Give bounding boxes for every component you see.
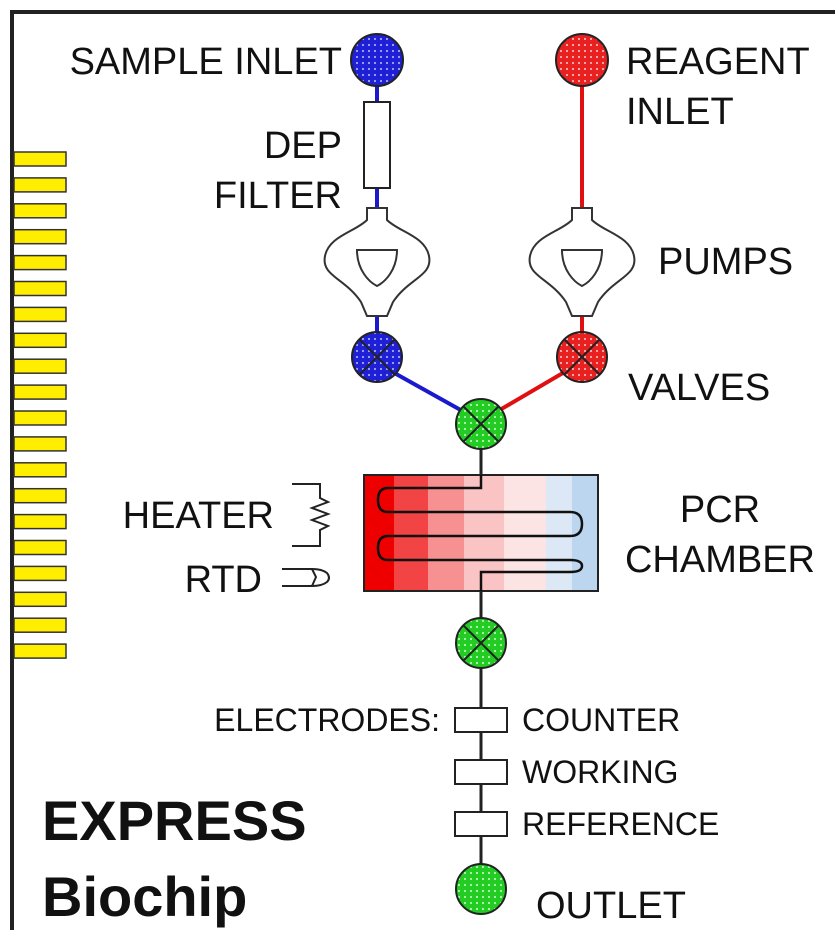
contact-pad [13, 151, 67, 167]
contact-pad [13, 617, 67, 633]
valves-label: VALVES [628, 367, 770, 409]
reference-electrode [454, 811, 508, 837]
pcr-chamber [363, 474, 599, 592]
outlet-label: OUTLET [536, 885, 686, 927]
contact-pad [13, 513, 67, 530]
sample-inlet-label: SAMPLE INLET [70, 41, 342, 83]
merge-valve-icon[interactable] [455, 398, 507, 450]
counter-electrode [454, 707, 508, 733]
dep-filter-label-line2: FILTER [214, 175, 342, 217]
contact-pad [13, 306, 67, 323]
pcr-chamber-label-line2: CHAMBER [625, 539, 815, 581]
dep-filter [363, 101, 391, 189]
chip-border [10, 10, 835, 930]
sample-pump-icon[interactable] [323, 207, 431, 317]
sample-channel-merge [388, 368, 467, 415]
reagent-pump-icon[interactable] [528, 207, 636, 317]
pumps-label: PUMPS [658, 241, 793, 283]
chip-title-line2: Biochip [42, 865, 247, 928]
reagent-valve-icon[interactable] [556, 331, 608, 383]
contact-pad [13, 487, 67, 504]
contact-pad [13, 332, 67, 349]
reagent-inlet-label-line1: REAGENT [626, 41, 810, 83]
sample-inlet-icon[interactable] [350, 33, 404, 87]
reference-electrode-label: REFERENCE [522, 806, 719, 842]
contact-pad [13, 539, 67, 556]
contact-pads [13, 151, 67, 659]
contact-pad [13, 254, 67, 271]
contact-pad [13, 384, 67, 400]
outlet-port-icon[interactable] [455, 863, 507, 915]
counter-electrode-label: COUNTER [522, 702, 680, 738]
pcr-chamber-label-line1: PCR [680, 489, 760, 531]
contact-pad [13, 462, 67, 478]
contact-pad [13, 643, 67, 659]
chip-title-line1: EXPRESS [42, 789, 307, 852]
contact-pad [13, 591, 67, 608]
working-electrode-label: WORKING [522, 754, 678, 790]
heater-label: HEATER [123, 495, 274, 537]
reagent-channel-merge [496, 368, 570, 413]
reagent-inlet-label-line2: INLET [626, 91, 734, 133]
contact-pad [13, 410, 67, 426]
sample-valve-icon[interactable] [351, 331, 403, 383]
contact-pad [13, 565, 67, 582]
reagent-inlet-icon[interactable] [555, 33, 609, 87]
pcr-serpentine-channel [376, 475, 584, 591]
pcr-outlet-valve-icon[interactable] [455, 617, 507, 669]
contact-pad [13, 203, 67, 219]
contact-pad [13, 436, 67, 452]
electrodes-label: ELECTRODES: [214, 702, 440, 738]
working-electrode [454, 759, 508, 785]
contact-pad [13, 177, 67, 193]
rtd-sensor-icon [282, 568, 330, 587]
heater-resistor-icon [292, 483, 331, 547]
contact-pad [13, 280, 67, 297]
rtd-label: RTD [185, 559, 262, 601]
contact-pad [13, 358, 67, 374]
contact-pad [13, 228, 67, 245]
dep-filter-label-line1: DEP [264, 125, 342, 167]
